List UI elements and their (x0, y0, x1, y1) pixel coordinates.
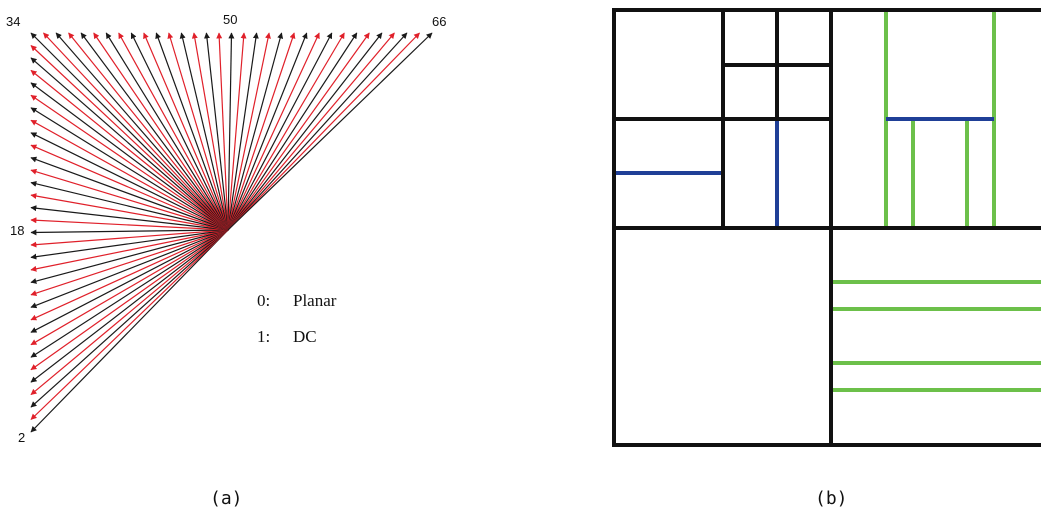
mode-arrow-32 (30, 57, 229, 231)
mode-arrow-42 (130, 32, 229, 231)
mode-arrow-6 (30, 229, 229, 383)
intra-mode-diagram: 34 50 66 18 2 0: Planar 1: DC (a) (6, 12, 446, 509)
mode-arrow-3 (30, 229, 229, 420)
mode-arrow-48 (204, 32, 229, 231)
mode-arrow-2 (30, 229, 229, 433)
mode-arrow-52 (227, 32, 259, 231)
mode-arrow-54 (227, 32, 284, 231)
block-partition-diagram: (b) (612, 8, 1041, 509)
mode-arrow-10 (30, 229, 229, 333)
mode-arrow-23 (30, 168, 229, 231)
mode-arrow-56 (227, 32, 308, 231)
legend-dc-key: 1: (257, 327, 270, 346)
legend-planar-value: Planar (293, 291, 337, 310)
caption-b: (b) (815, 488, 848, 509)
mode-arrow-4 (30, 229, 229, 408)
mode-arrow-34 (30, 32, 229, 231)
mode-arrow-26 (30, 132, 229, 231)
mode-arrow-25 (30, 144, 229, 231)
mode-arrow-60 (227, 32, 358, 231)
mode-label-34: 34 (6, 14, 20, 29)
mode-arrow-40 (105, 32, 229, 231)
mode-arrow-35 (43, 32, 229, 231)
mode-label-2: 2 (18, 430, 25, 445)
caption-a: (a) (210, 488, 243, 509)
mode-arrow-64 (227, 32, 408, 231)
mode-arrow-9 (30, 229, 229, 346)
mode-arrow-33 (30, 45, 229, 231)
mode-arrow-28 (30, 107, 229, 231)
mode-arrow-53 (227, 32, 271, 231)
legend-planar-key: 0: (257, 291, 270, 310)
mode-arrow-51 (227, 32, 247, 231)
mode-arrow-41 (118, 32, 229, 231)
mode-arrow-62 (227, 32, 383, 231)
mode-arrow-24 (30, 156, 229, 231)
mode-arrow-47 (191, 32, 229, 231)
mode-arrow-17 (30, 229, 229, 248)
mode-arrow-59 (227, 32, 345, 231)
mode-arrow-19 (30, 217, 229, 231)
mode-label-18: 18 (10, 223, 24, 238)
mode-arrow-11 (30, 229, 229, 321)
mode-arrow-27 (30, 119, 229, 231)
mode-arrow-63 (227, 32, 395, 231)
mode-arrow-49 (216, 32, 229, 231)
mode-arrow-57 (227, 32, 320, 231)
mode-arrow-20 (30, 205, 229, 231)
mode-label-66: 66 (432, 14, 446, 29)
mode-arrow-31 (30, 69, 229, 231)
mode-arrow-30 (30, 82, 229, 231)
mode-arrow-43 (143, 32, 229, 231)
legend-dc-value: DC (293, 327, 317, 346)
mode-arrow-16 (30, 229, 229, 260)
mode-arrow-21 (30, 193, 229, 231)
mode-arrow-44 (155, 32, 229, 231)
mode-arrow-45 (167, 32, 229, 231)
mode-arrow-22 (30, 180, 229, 231)
mode-arrow-61 (227, 32, 370, 231)
mode-arrow-14 (30, 229, 229, 284)
mode-arrow-37 (68, 32, 229, 231)
direction-arrows (30, 32, 433, 433)
mode-arrow-58 (227, 32, 333, 231)
mode-arrow-50 (227, 32, 235, 231)
mode-arrow-18 (30, 229, 229, 236)
mode-arrow-55 (227, 32, 296, 231)
mode-arrow-12 (30, 229, 229, 309)
quad-splits (612, 8, 1041, 447)
mode-arrow-65 (227, 32, 420, 231)
mode-arrow-29 (30, 94, 229, 231)
mode-arrow-38 (80, 32, 229, 231)
mode-arrow-5 (30, 229, 229, 396)
mode-label-50: 50 (223, 12, 237, 27)
mode-arrow-36 (55, 32, 229, 231)
binary-splits (615, 117, 994, 228)
mode-arrow-8 (30, 229, 229, 358)
ternary-splits (832, 10, 1041, 392)
mode-arrow-13 (30, 229, 229, 296)
mode-arrow-46 (179, 32, 229, 231)
mode-arrow-66 (227, 32, 433, 231)
mode-arrow-39 (93, 32, 229, 231)
mode-arrow-15 (30, 229, 229, 272)
mode-arrow-7 (30, 229, 229, 371)
